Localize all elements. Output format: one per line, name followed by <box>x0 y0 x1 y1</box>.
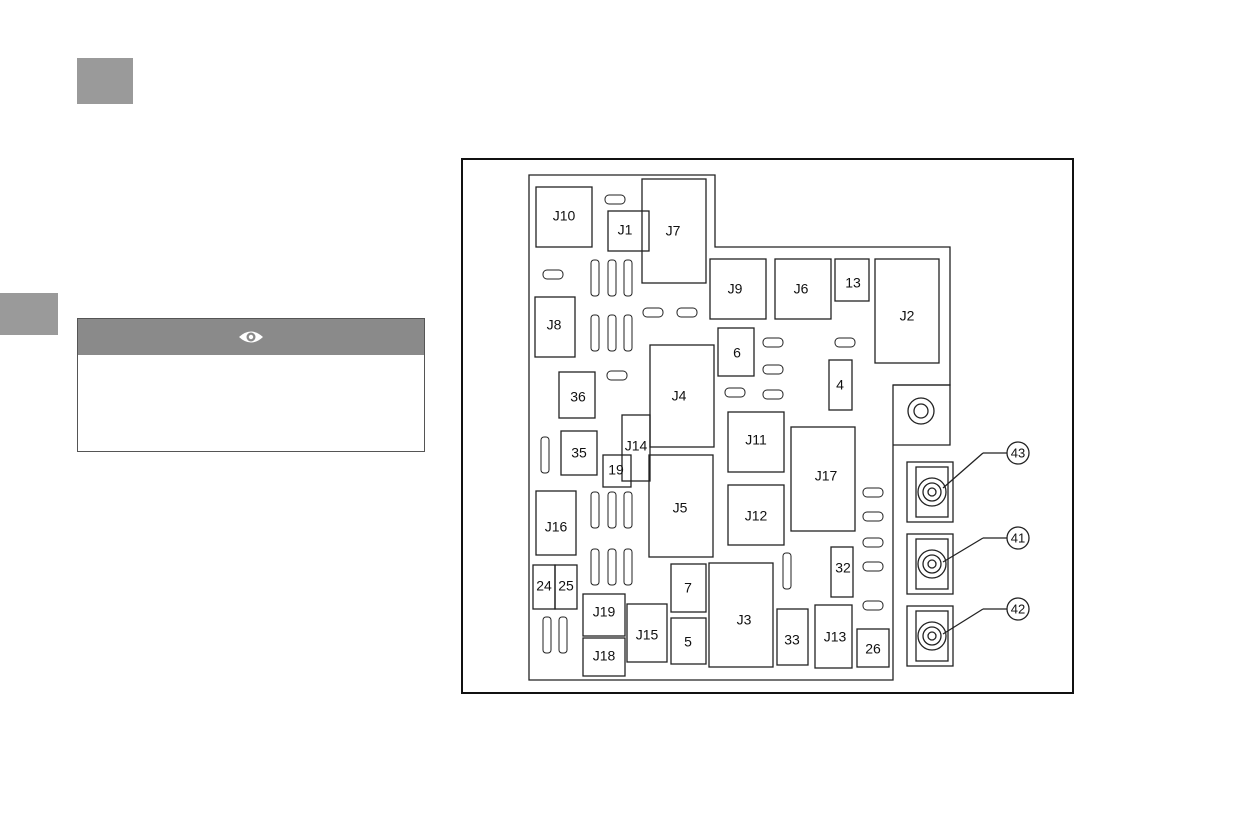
label-J12: J12 <box>745 508 768 524</box>
label-24: 24 <box>536 578 552 594</box>
label-5: 5 <box>684 634 692 650</box>
label-J18: J18 <box>593 648 616 664</box>
chapter-marker <box>77 58 133 104</box>
label-6: 6 <box>733 345 741 361</box>
label-J11: J11 <box>745 432 767 448</box>
callout-42: 42 <box>1011 601 1025 616</box>
label-J17: J17 <box>815 468 838 484</box>
label-J2: J2 <box>900 308 915 324</box>
label-35: 35 <box>571 445 587 461</box>
label-J15: J15 <box>636 627 659 643</box>
label-J8: J8 <box>547 317 562 333</box>
note-body <box>78 355 424 375</box>
label-32: 32 <box>835 560 851 576</box>
note-header <box>78 319 424 355</box>
label-J3: J3 <box>737 612 752 628</box>
label-19: 19 <box>608 462 624 478</box>
label-25: 25 <box>558 578 574 594</box>
label-33: 33 <box>784 632 800 648</box>
callout-43: 43 <box>1011 445 1025 460</box>
label-J9: J9 <box>728 281 743 297</box>
note-box <box>77 318 425 452</box>
label-J16: J16 <box>545 519 568 535</box>
section-tab <box>0 293 58 335</box>
label-J7: J7 <box>666 223 681 239</box>
fuse-box-svg: J10 J1 J7 J9 J6 13 J2 J8 6 4 J4 36 J14 3… <box>528 174 1030 681</box>
label-4: 4 <box>836 377 844 393</box>
eye-icon <box>239 331 263 343</box>
label-J14: J14 <box>625 438 648 454</box>
label-36: 36 <box>570 389 586 405</box>
label-J4: J4 <box>672 388 687 404</box>
fuse-box-diagram: J10 J1 J7 J9 J6 13 J2 J8 6 4 J4 36 J14 3… <box>461 158 1074 694</box>
label-J5: J5 <box>673 500 688 516</box>
label-J1: J1 <box>618 222 633 238</box>
label-J13: J13 <box>824 629 847 645</box>
label-7: 7 <box>684 580 692 596</box>
label-13: 13 <box>845 275 861 291</box>
label-J10: J10 <box>553 208 576 224</box>
label-J19: J19 <box>593 604 616 620</box>
label-J6: J6 <box>794 281 809 297</box>
callout-41: 41 <box>1011 530 1025 545</box>
label-26: 26 <box>865 641 881 657</box>
